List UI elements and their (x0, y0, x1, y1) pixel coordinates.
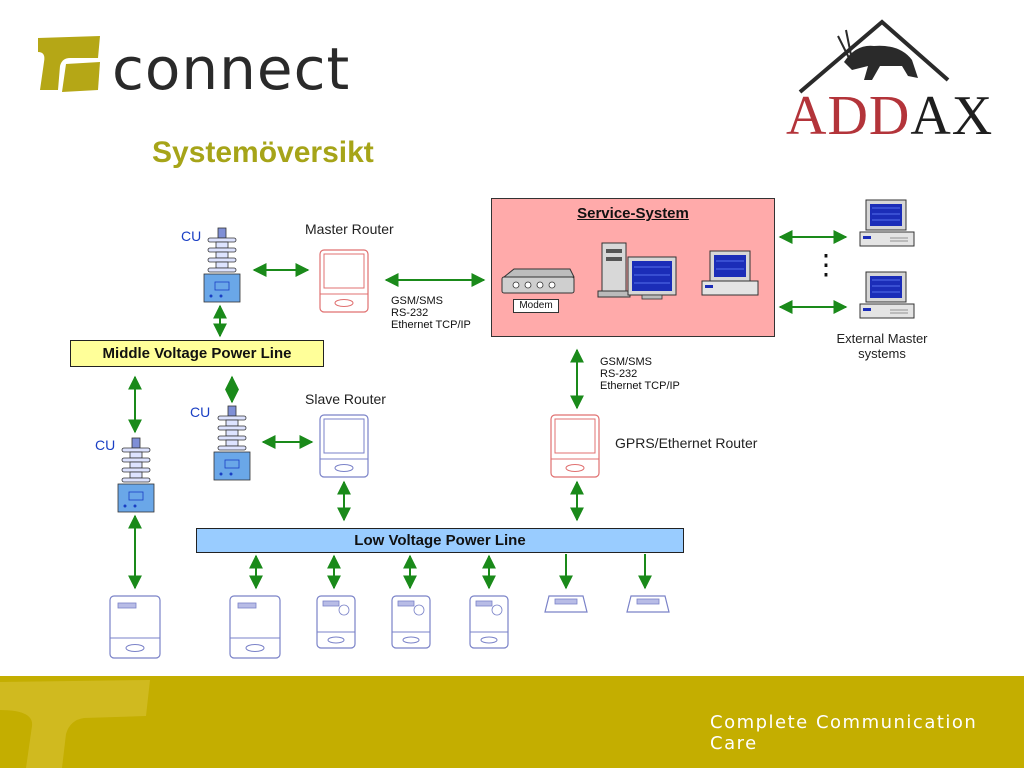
cu-label-middle: CU (190, 404, 211, 420)
connect-logo-mark (38, 36, 100, 92)
modem-icon (501, 268, 575, 294)
service-system-title: Service-System (577, 205, 689, 222)
modem-label: Modem (513, 299, 559, 313)
meter-icon (544, 595, 588, 613)
low-voltage-line: Low Voltage Power Line (196, 528, 684, 553)
external-pc-icon (859, 199, 915, 247)
gprs-router-icon (550, 414, 600, 478)
footer-band (0, 676, 1024, 768)
service-system-box: Service-System (491, 198, 775, 337)
service-system-devices (501, 242, 759, 300)
cu-label-left: CU (95, 437, 116, 453)
external-pc-icon (859, 271, 915, 319)
connect-wordmark: connect (112, 35, 351, 103)
cu-device-middle (213, 405, 251, 481)
middle-voltage-line: Middle Voltage Power Line (70, 340, 324, 367)
meter-icon (229, 595, 281, 659)
master-router-label: Master Router (305, 221, 394, 237)
master-router-icon (319, 249, 369, 313)
ellipsis-indicator: ⋮ (812, 248, 840, 281)
meter-icon (316, 595, 356, 649)
server-tower-icon (597, 242, 631, 298)
desktop-pc-icon (701, 250, 759, 296)
slave-router-label: Slave Router (305, 391, 386, 407)
addax-wordmark: ADDAX (786, 85, 994, 147)
meter-icon (469, 595, 509, 649)
footer-tagline: Complete Communication Care (710, 712, 978, 754)
page-title: Systemöversikt (152, 136, 374, 169)
cu-device-top (203, 227, 241, 303)
meter-icon (109, 595, 161, 659)
gprs-router-label: GPRS/Ethernet Router (615, 435, 758, 451)
footer-logo-watermark (0, 680, 150, 768)
workstation-monitor-icon (627, 256, 677, 300)
slave-router-icon (319, 414, 369, 478)
cu-label-top: CU (181, 228, 202, 244)
cu-device-left (117, 437, 155, 513)
master-protocols-label: GSM/SMS RS-232 Ethernet TCP/IP (391, 295, 471, 331)
connection-arrows (128, 230, 848, 590)
meter-icon (626, 595, 670, 613)
external-systems-label: External Master systems (836, 331, 928, 361)
gprs-protocols-label: GSM/SMS RS-232 Ethernet TCP/IP (600, 356, 680, 392)
meter-icon (391, 595, 431, 649)
addax-logo-mark (798, 19, 950, 94)
